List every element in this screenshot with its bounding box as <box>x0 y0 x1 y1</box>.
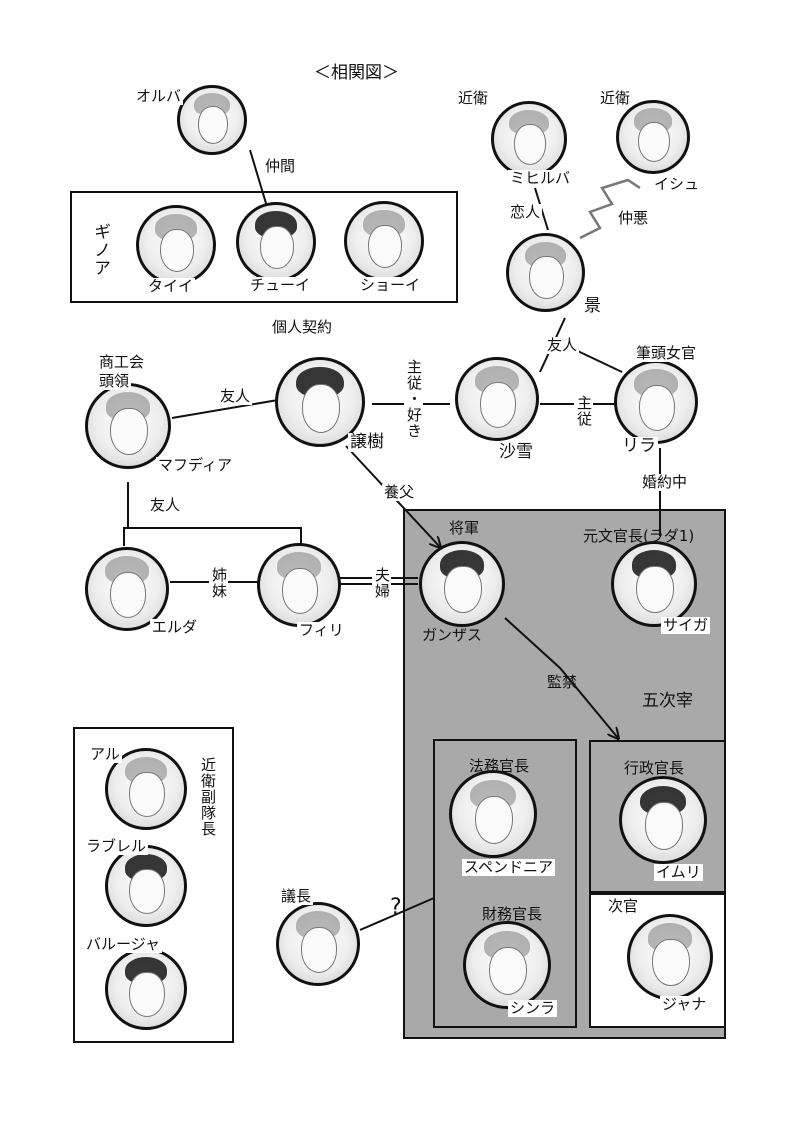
saiga-name: サイガ <box>661 616 711 634</box>
kojin-keiyaku-label: 個人契約 <box>270 318 335 336</box>
konoe-fukutaichou-label: 近衛副隊長 <box>199 757 217 837</box>
aru-name: アル <box>88 745 122 763</box>
kei-name: 景 <box>582 296 603 316</box>
moto-bunkanchou-label: 元文官長(ラダ1) <box>583 527 695 545</box>
ishu-name: イシュ <box>652 175 702 193</box>
kei-portrait <box>506 233 585 312</box>
gichou-portrait <box>276 902 360 986</box>
tayi-portrait <box>136 205 216 285</box>
shooi-portrait <box>344 201 424 281</box>
yuujin-label-gijou: 友人 <box>218 387 253 405</box>
touryou-label: 頭領 <box>97 372 132 390</box>
gyousei-kanchou-label: 行政官長 <box>624 759 685 777</box>
shoukoukai-label: 商工会 <box>97 353 147 371</box>
mafudia-name: マフディア <box>156 456 234 474</box>
houmu-kanchou-label: 法務官長 <box>469 757 530 775</box>
eruda-name: エルダ <box>150 618 200 636</box>
fuufu-label: 夫婦 <box>372 566 391 600</box>
imuri-name: イムリ <box>654 863 703 881</box>
sasetsu-portrait <box>455 357 539 441</box>
oruba-name: オルバ <box>134 87 184 105</box>
chuui-portrait <box>236 202 316 282</box>
shujuu-label: 主従 <box>574 394 593 428</box>
firi-name: フィリ <box>297 621 346 639</box>
jikan-label: 次官 <box>608 897 639 915</box>
nakawarui-line <box>579 178 641 240</box>
mihiruba-portrait <box>491 101 567 177</box>
shujuu-suki-label: 主従・好き <box>404 358 423 440</box>
mafudia-portrait <box>85 383 171 469</box>
sisters-bracket <box>123 527 302 546</box>
shimai-label: 姉妹 <box>209 566 228 600</box>
eruda-portrait <box>85 547 169 631</box>
nakama-line <box>249 149 269 211</box>
kankin-label: 監禁 <box>547 673 578 691</box>
supendonia-portrait <box>449 770 537 858</box>
konoe-label-left: 近衛 <box>456 89 491 107</box>
rabureru-portrait <box>105 845 187 927</box>
shougun-label: 将軍 <box>449 519 480 537</box>
gijou-name: 譲樹 <box>348 432 386 452</box>
gijou-portrait <box>275 357 365 447</box>
rabureru-name: ラブレル <box>84 837 149 855</box>
hittou-jokan-label: 筆頭女官 <box>634 344 699 362</box>
ganzasu-portrait <box>419 541 505 627</box>
shooi-name: ショーイ <box>358 276 423 294</box>
ishu-portrait <box>616 100 690 174</box>
saiga-portrait <box>611 541 697 627</box>
chart-title: ＜相関図＞ <box>314 63 399 83</box>
mihiruba-name: ミヒルバ <box>508 169 573 187</box>
oruba-portrait <box>177 85 247 155</box>
nakama-label: 仲間 <box>263 157 298 175</box>
sasetsu-name: 沙雪 <box>497 442 535 462</box>
kankin-arrow <box>504 617 618 738</box>
konyakuchuu-label: 婚約中 <box>640 473 690 491</box>
yuujin-label-kei: 友人 <box>545 336 580 354</box>
konoe-label-right: 近衛 <box>598 89 633 107</box>
rira-name: リラ <box>620 436 658 456</box>
unknown-relation-label: ? <box>390 895 402 920</box>
chuui-name: チューイ <box>248 276 313 294</box>
jayana-portrait <box>627 914 713 1000</box>
firi-portrait <box>257 543 341 627</box>
go-jisai-label: 五次宰 <box>642 691 693 711</box>
tayi-name: タイイ <box>146 277 196 295</box>
mafudia-gijou-line <box>171 399 279 419</box>
baruuja-name: バルージャ <box>84 935 162 953</box>
baruuja-portrait <box>105 948 187 1030</box>
yofu-label: 養父 <box>382 483 417 501</box>
jayana-name: ジャナ <box>660 995 709 1013</box>
imuri-portrait <box>619 776 707 864</box>
nakawarui-label: 仲悪 <box>616 209 651 227</box>
supendonia-name: スペンドニア <box>462 858 555 876</box>
yuujin-label-mafudia: 友人 <box>148 496 183 514</box>
zaimu-kanchou-label: 財務官長 <box>482 905 543 923</box>
gichou-label: 議長 <box>279 887 314 905</box>
koibito-label: 恋人 <box>508 203 543 221</box>
gichou-ministers-line <box>359 897 435 931</box>
shinra-portrait <box>463 921 551 1009</box>
shinra-name: シンラ <box>508 999 558 1017</box>
ginoa-label: ギノア <box>90 223 110 277</box>
ganzasu-name: ガンザス <box>422 626 482 644</box>
rira-portrait <box>614 360 698 444</box>
